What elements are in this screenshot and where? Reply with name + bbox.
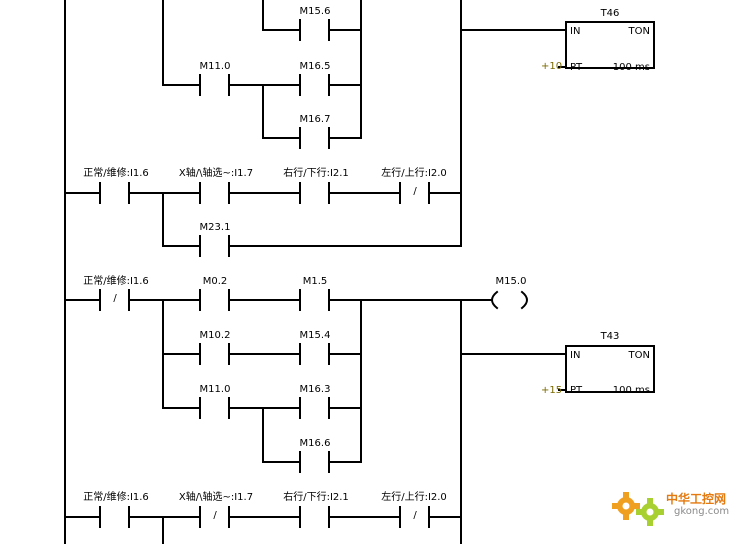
- contact-label-m23-1: M23.1: [199, 222, 231, 233]
- contact-label-m16-5: M16.5: [299, 61, 331, 72]
- timer-t46-resolution: 100 ms: [612, 62, 650, 73]
- contact-label-i2-0: 左行/上行:I2.0: [381, 492, 447, 503]
- contact-label-m16-6: M16.6: [299, 438, 331, 449]
- coil-label-m15-0: M15.0: [495, 276, 527, 287]
- watermark-title: 中华工控网: [666, 492, 727, 506]
- contact-label-i2-0: 左行/上行:I2.0: [381, 168, 447, 179]
- negation-slash: /: [213, 510, 217, 521]
- timer-t46-name: T46: [600, 8, 620, 19]
- contact-label-m10-2: M10.2: [199, 330, 231, 341]
- contact-label-m15-6: M15.6: [299, 6, 331, 17]
- timer-t46-box: IN TON PT 100 ms: [565, 21, 655, 73]
- timer-t43-in: IN: [570, 350, 581, 361]
- timer-t46-preset: +10: [541, 61, 563, 72]
- contact-label-m11-0: M11.0: [199, 384, 231, 395]
- contact-label-i1-7: X轴/\轴选~:I1.7: [178, 492, 254, 503]
- contact-label-i2-1: 右行/下行:I2.1: [283, 492, 349, 503]
- contact-label-i1-6: 正常/维修:I1.6: [83, 276, 149, 287]
- contact-label-i1-6: 正常/维修:I1.6: [83, 492, 149, 503]
- contact-label-m0-2: M0.2: [202, 276, 228, 287]
- contact-label-m11-0: M11.0: [199, 61, 231, 72]
- timer-t46-type: TON: [628, 26, 650, 37]
- timer-t43-resolution: 100 ms: [612, 385, 650, 396]
- timer-t43-type: TON: [628, 350, 650, 361]
- contact-label-m16-7: M16.7: [299, 114, 331, 125]
- negation-slash: /: [413, 186, 417, 197]
- contact-label-m15-4: M15.4: [299, 330, 331, 341]
- timer-t43-name: T43: [600, 331, 620, 342]
- watermark-logo: 中华工控网 gkong.com: [608, 484, 744, 530]
- coil-m15-0-right: [520, 290, 528, 310]
- contact-label-i1-7: X轴/\轴选~:I1.7: [178, 168, 254, 179]
- negation-slash: /: [413, 510, 417, 521]
- contact-label-i1-6: 正常/维修:I1.6: [83, 168, 149, 179]
- contact-label-m1-5: M1.5: [302, 276, 328, 287]
- timer-t43-pt: PT: [570, 385, 583, 396]
- watermark-site: gkong.com: [674, 506, 730, 517]
- coil-m15-0-left: [491, 290, 499, 310]
- timer-t43-box: IN TON PT 100 ms: [565, 345, 655, 396]
- contact-label-i2-1: 右行/下行:I2.1: [283, 168, 349, 179]
- contact-label-m16-3: M16.3: [299, 384, 331, 395]
- timer-t46-pt: PT: [570, 62, 583, 73]
- gear-icon: [612, 492, 664, 526]
- timer-t46-in: IN: [570, 26, 581, 37]
- negation-slash: /: [113, 293, 117, 304]
- timer-t43-preset: +15: [541, 385, 563, 396]
